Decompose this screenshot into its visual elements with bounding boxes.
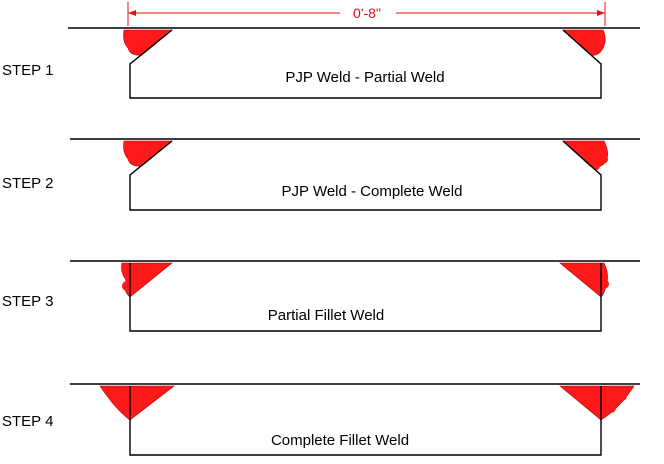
weld-bead bbox=[590, 43, 600, 53]
step-2: STEP 2 PJP Weld - Complete Weld bbox=[2, 138, 640, 211]
step-label: STEP 4 bbox=[2, 413, 53, 430]
weld-bead bbox=[597, 267, 607, 277]
weld-bead bbox=[606, 403, 616, 413]
step-4: STEP 4 Complete Fillet Weld bbox=[2, 383, 640, 456]
step-caption: PJP Weld - Complete Weld bbox=[282, 183, 463, 200]
weld-bead bbox=[107, 390, 117, 400]
step-label: STEP 1 bbox=[2, 62, 53, 79]
weld-bead bbox=[128, 42, 138, 52]
fillet-weld-left bbox=[121, 262, 173, 298]
step-1: STEP 1 PJP Weld - Partial Weld bbox=[2, 27, 640, 99]
dimension: 0'-8" bbox=[127, 2, 606, 26]
step-caption: Partial Fillet Weld bbox=[268, 307, 384, 324]
weld-bead bbox=[129, 153, 139, 163]
step-3: STEP 3 Partial Fillet Weld bbox=[2, 260, 640, 332]
step-label: STEP 3 bbox=[2, 293, 53, 310]
step-caption: PJP Weld - Partial Weld bbox=[285, 69, 444, 86]
weld-bead bbox=[124, 143, 134, 153]
weld-bead bbox=[617, 391, 627, 401]
square-member bbox=[129, 386, 602, 456]
step-caption: Complete Fillet Weld bbox=[271, 432, 409, 449]
square-member bbox=[129, 263, 602, 332]
weld-bead bbox=[125, 33, 135, 43]
beveled-member bbox=[129, 29, 602, 99]
dimension-arrow-left bbox=[128, 10, 136, 16]
dimension-arrow-right bbox=[597, 10, 605, 16]
weld-bead bbox=[595, 144, 605, 154]
dimension-label: 0'-8" bbox=[353, 5, 381, 21]
step-label: STEP 2 bbox=[2, 175, 53, 192]
weld-bead bbox=[598, 154, 608, 164]
weld-bead bbox=[593, 33, 603, 43]
weld-bead bbox=[119, 403, 129, 413]
beveled-member bbox=[129, 140, 602, 211]
